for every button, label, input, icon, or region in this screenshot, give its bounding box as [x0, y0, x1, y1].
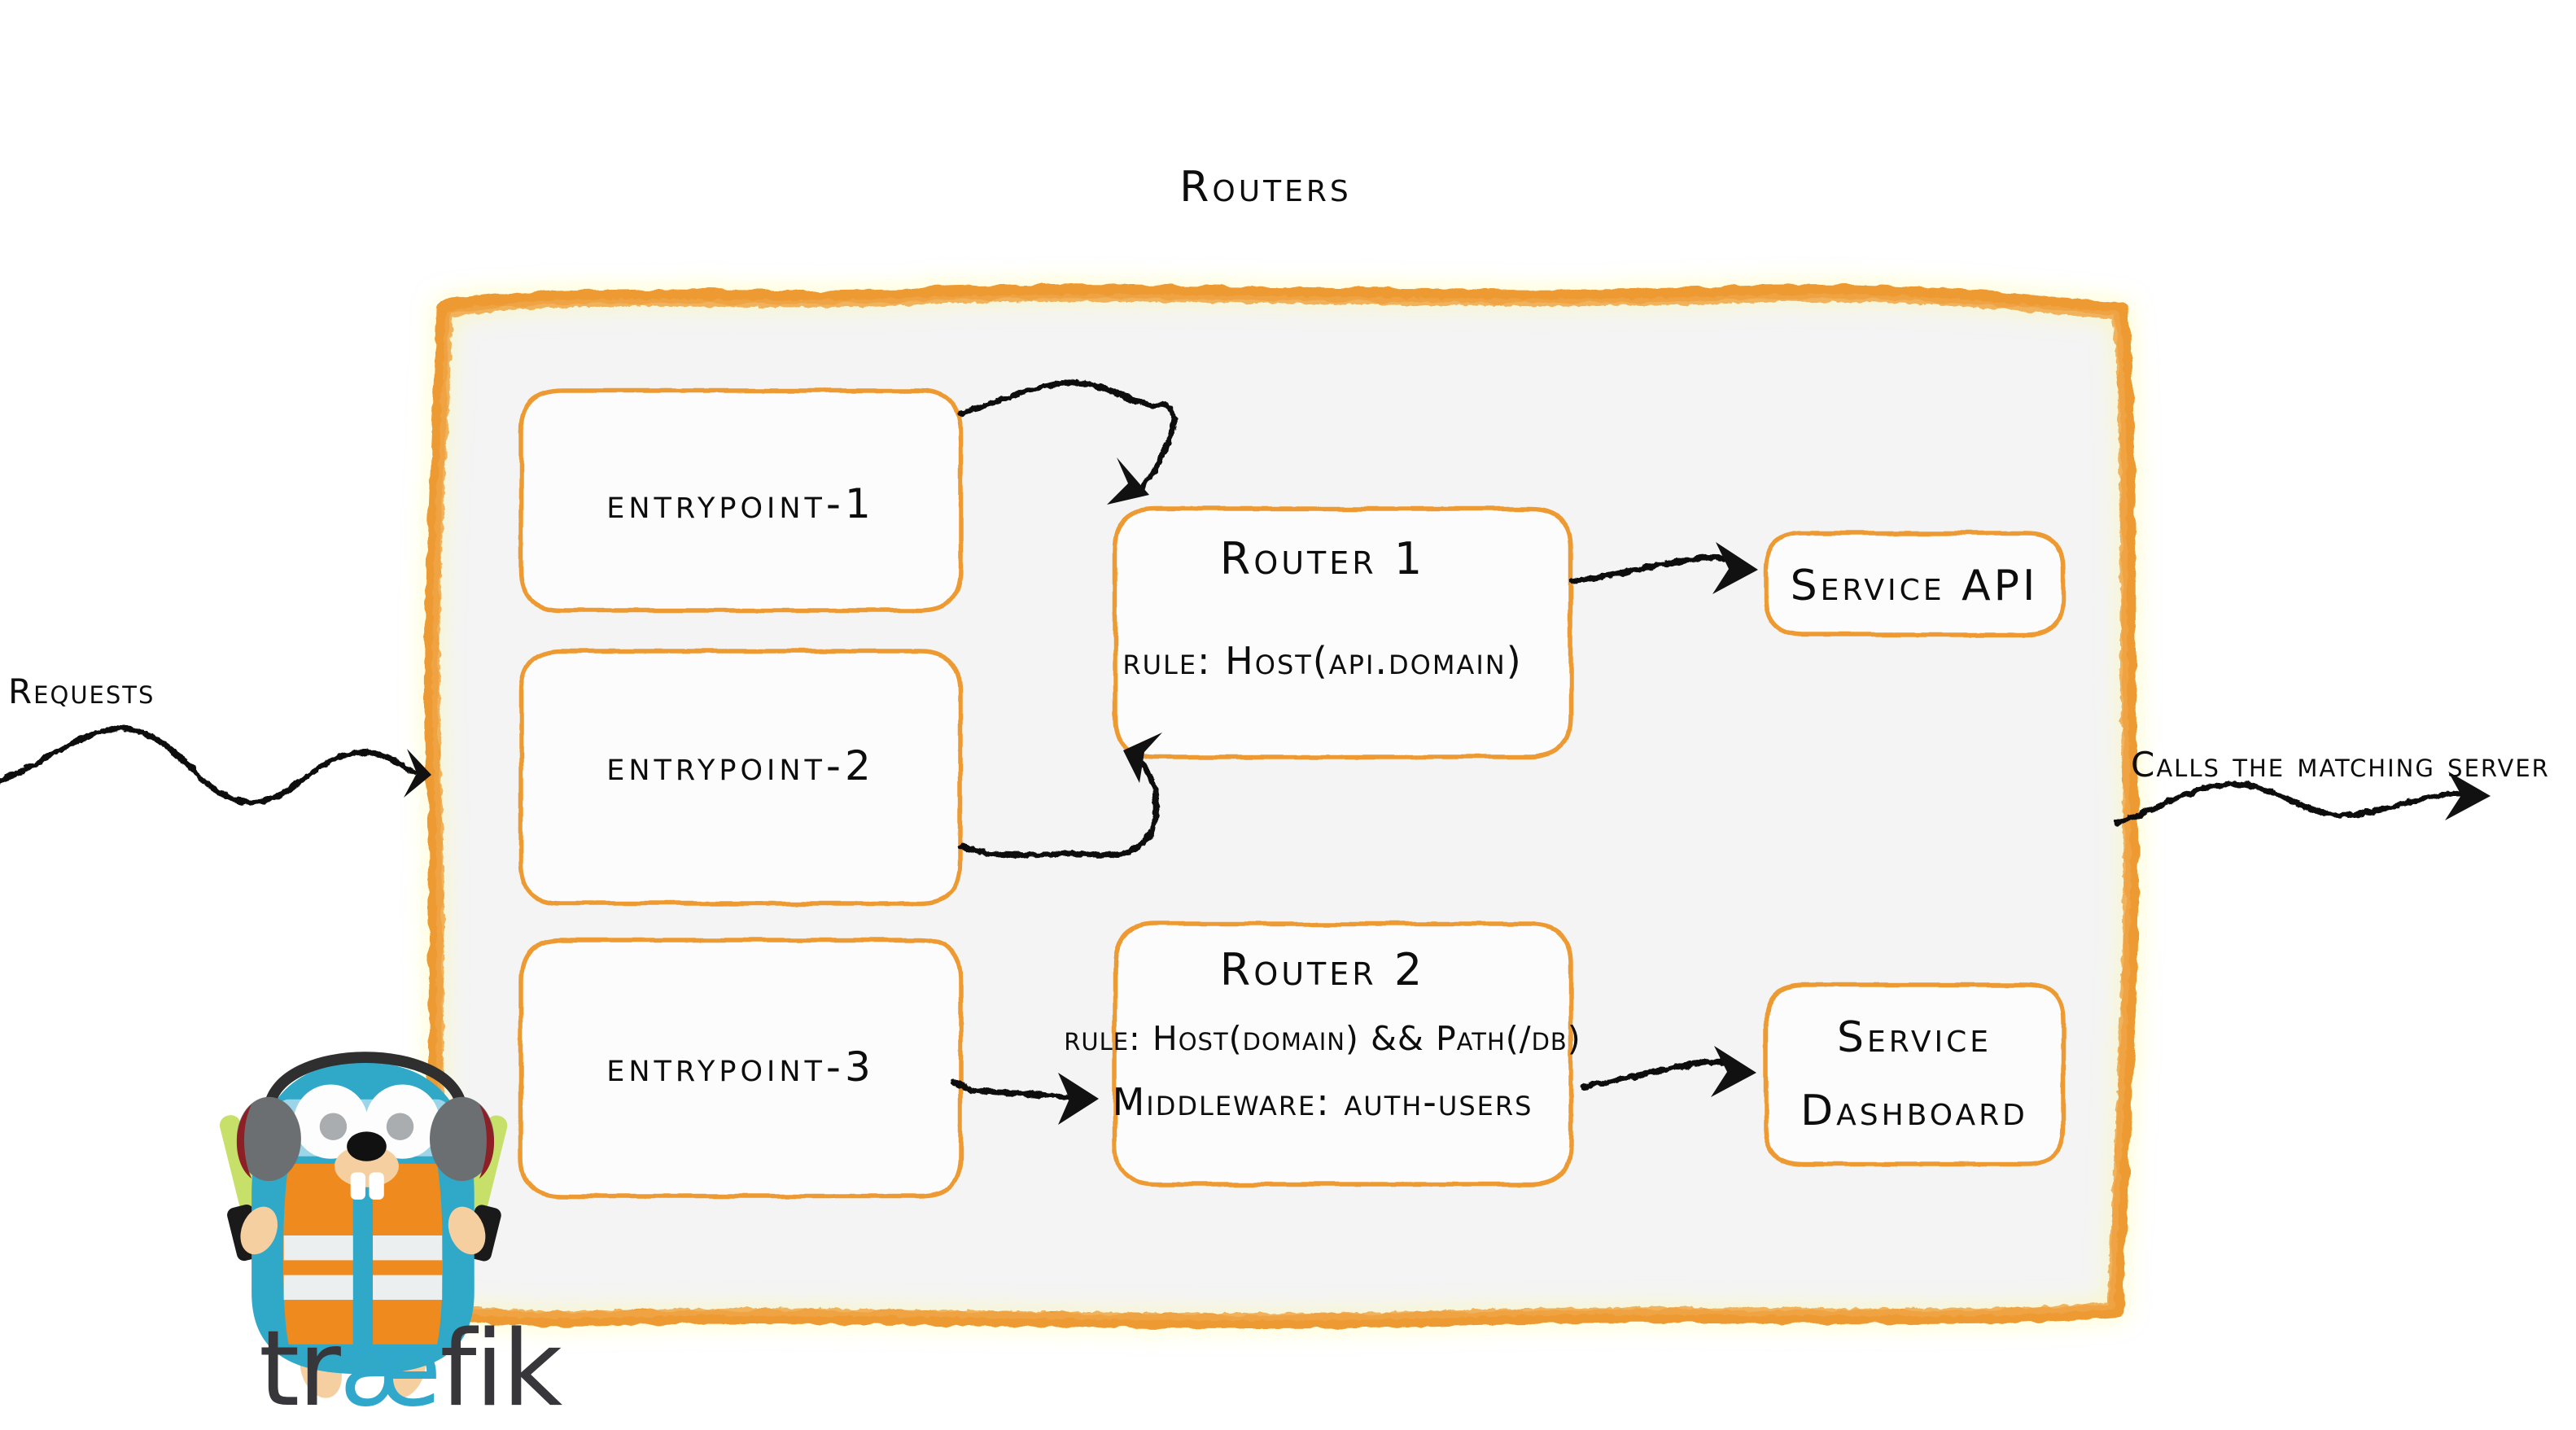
mascot-pupil-left: [319, 1113, 348, 1140]
service-api-box[interactable]: [1764, 531, 2066, 637]
mascot-tooth-left: [350, 1172, 365, 1200]
entrypoint-3-box[interactable]: [518, 938, 963, 1199]
headphone-cup-right: [430, 1096, 495, 1182]
headphone-cup-left: [236, 1096, 301, 1182]
entrypoint-2-box[interactable]: [518, 649, 963, 906]
wordmark-suffix: fik: [440, 1309, 563, 1430]
calls-server-arrow-path: [2113, 781, 2469, 825]
router-boxes: [1113, 506, 1573, 1187]
service-boxes: [1764, 531, 2066, 1166]
ep3-to-router2-arrow-path: [951, 1079, 1079, 1100]
wordmark-ligature: æ: [339, 1309, 442, 1430]
calls-server-arrowhead: [2445, 772, 2491, 820]
mascot-arm-right: [448, 1206, 486, 1255]
entrypoint-2-label: entrypoint-2: [606, 742, 875, 789]
router1-arrowhead: [1712, 542, 1758, 594]
entrypoint-1-box[interactable]: [518, 388, 963, 613]
page-title: Routers: [1179, 163, 1352, 212]
requests-arrowhead: [404, 749, 431, 798]
ep2-arrowhead: [1123, 732, 1162, 783]
vest-reflective-stripe-4: [373, 1275, 443, 1301]
calls-matching-server-label: Calls the matching server: [2131, 745, 2550, 785]
requests-arrow-path: [0, 726, 418, 805]
headphone-band: [263, 1052, 468, 1115]
router-1-rule: rule: Host(api.domain): [1122, 639, 1523, 683]
router-2-box[interactable]: [1113, 921, 1573, 1187]
mascot-nose: [347, 1131, 387, 1161]
wordmark-prefix: tr: [259, 1309, 341, 1430]
vest-reflective-stripe-1: [283, 1235, 353, 1261]
router-2-title: Router 2: [1219, 944, 1426, 995]
entrypoint-1-label: entrypoint-1: [606, 480, 875, 527]
mascot-arm-left: [240, 1206, 278, 1255]
mascot-tooth-right: [369, 1172, 384, 1200]
router-2-middleware: Middleware: auth-users: [1112, 1080, 1533, 1124]
router-2-rule: rule: Host(domain) && Path(/db): [1064, 1019, 1581, 1058]
ep1-to-router1-arrow-path: [957, 379, 1177, 495]
requests-label: Requests: [8, 671, 155, 711]
vest-reflective-stripe-3: [373, 1235, 443, 1261]
entrypoint-3-label: entrypoint-3: [606, 1043, 875, 1091]
router-1-title: Router 1: [1219, 533, 1426, 584]
traefik-wordmark: træfik: [259, 1309, 563, 1430]
arrow-heads: [404, 457, 2491, 1125]
ep2-to-router1-arrow-path: [957, 758, 1160, 859]
router2-arrowhead: [1711, 1046, 1756, 1097]
service-dashboard-label-line-2: Dashboard: [1800, 1087, 2028, 1135]
ep1-arrowhead: [1107, 457, 1149, 505]
mascot-pupil-right: [386, 1113, 414, 1140]
router-1-box[interactable]: [1113, 506, 1573, 759]
service-dashboard-box[interactable]: [1764, 982, 2066, 1166]
vest-reflective-stripe-2: [283, 1275, 353, 1301]
service-dashboard-label-line-1: Service: [1837, 1013, 1992, 1062]
ep3-arrowhead: [1058, 1073, 1099, 1125]
entrypoint-boxes: [518, 388, 963, 1199]
service-api-label: Service API: [1790, 562, 2039, 610]
